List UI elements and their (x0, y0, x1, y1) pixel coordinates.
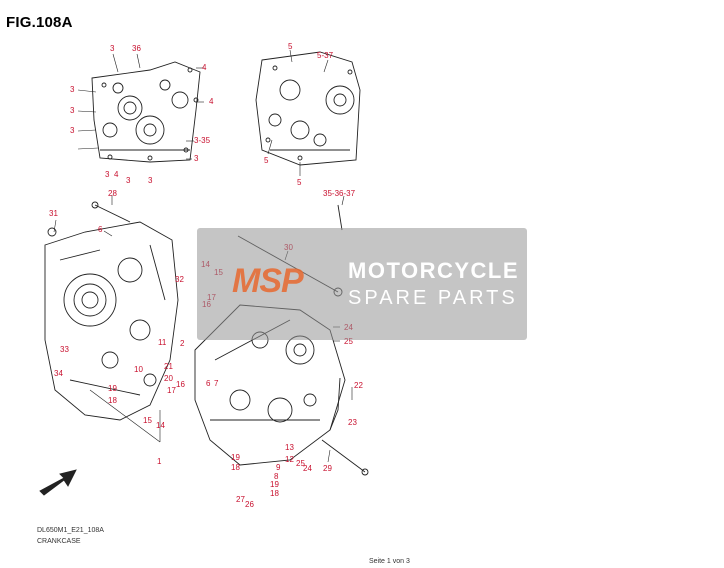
part-callout: 16 (176, 380, 185, 389)
part-callout: 8 (274, 472, 279, 481)
part-callout: 25 (344, 337, 353, 346)
part-callout: 12 (285, 455, 294, 464)
part-callout: 3 (70, 85, 75, 94)
part-callout: 4 (114, 170, 119, 179)
watermark-logo: MSP (232, 262, 304, 300)
part-callout: 24 (303, 464, 312, 473)
part-callout: 34 (54, 369, 63, 378)
bolt-28 (91, 201, 131, 223)
part-callout: 27 (236, 495, 245, 504)
section-name: CRANKCASE (37, 538, 81, 545)
part-callout: 23 (348, 418, 357, 427)
part-callout: 19 (108, 384, 117, 393)
part-callout: 1 (157, 457, 162, 466)
part-callout: 6 (98, 225, 103, 234)
part-callout: 5-37 (317, 51, 334, 60)
model-code: DL650M1_E21_108A (37, 527, 104, 534)
part-callout: 5 (264, 156, 269, 165)
part-callout: 22 (354, 381, 363, 390)
part-callout: 18 (231, 463, 240, 472)
part-callout: 33 (60, 345, 69, 354)
part-callout: 4 (209, 97, 214, 106)
part-callout: 3 (70, 106, 75, 115)
part-callout: 9 (276, 463, 281, 472)
part-callout: 2 (180, 339, 185, 348)
figure-title: FIG.108A (6, 14, 73, 31)
part-callout: 5 (297, 178, 302, 187)
bracket-22 (329, 377, 341, 431)
part-callout: 36 (132, 44, 141, 53)
part-callout: 3 (194, 154, 199, 163)
part-callout: 13 (285, 443, 294, 452)
part-callout: 5 (288, 42, 293, 51)
part-callout: 14 (156, 421, 165, 430)
part-callout: 15 (143, 416, 152, 425)
part-callout: 35-36-37 (323, 189, 356, 198)
pipe-35-36-37 (337, 204, 343, 231)
part-callout: 28 (108, 189, 117, 198)
part-callout: 25 (296, 459, 305, 468)
part-callout: 19 (231, 453, 240, 462)
part-callout: 17 (167, 386, 176, 395)
part-callout: 29 (323, 464, 332, 473)
part-callout: 4 (202, 63, 207, 72)
watermark-line-1: MOTORCYCLE (348, 258, 520, 283)
part-callout: 7 (214, 379, 219, 388)
part-callout: 19 (270, 480, 279, 489)
part-callout: 32 (175, 275, 184, 284)
part-callout: 20 (164, 374, 173, 383)
page-indicator: Seite 1 von 3 (369, 558, 410, 565)
part-callout: 3 (110, 44, 115, 53)
crankcase-outer-view-right (255, 51, 361, 166)
part-callout: 6 (206, 379, 211, 388)
part-callout: 31 (49, 209, 58, 218)
crankcase-outer-view-left (91, 61, 201, 163)
part-callout: 3 (148, 176, 153, 185)
watermark-panel (197, 228, 527, 340)
part-callout: 21 (164, 362, 173, 371)
part-callout: 10 (134, 365, 143, 374)
part-callout: 3 (70, 126, 75, 135)
part-callout: 3 (105, 170, 110, 179)
leader-lines (53, 49, 353, 463)
part-callout: 3 (126, 176, 131, 185)
part-callout: 3-35 (194, 136, 211, 145)
crankcase-left-half (44, 221, 179, 421)
part-callout: 26 (245, 500, 254, 509)
bolt-29 (321, 439, 369, 476)
fwd-arrow-icon (39, 469, 77, 496)
part-callout: 18 (108, 396, 117, 405)
part-callout: 11 (158, 338, 167, 347)
part-callout: 18 (270, 489, 279, 498)
watermark-line-2: SPARE PARTS (348, 287, 518, 309)
